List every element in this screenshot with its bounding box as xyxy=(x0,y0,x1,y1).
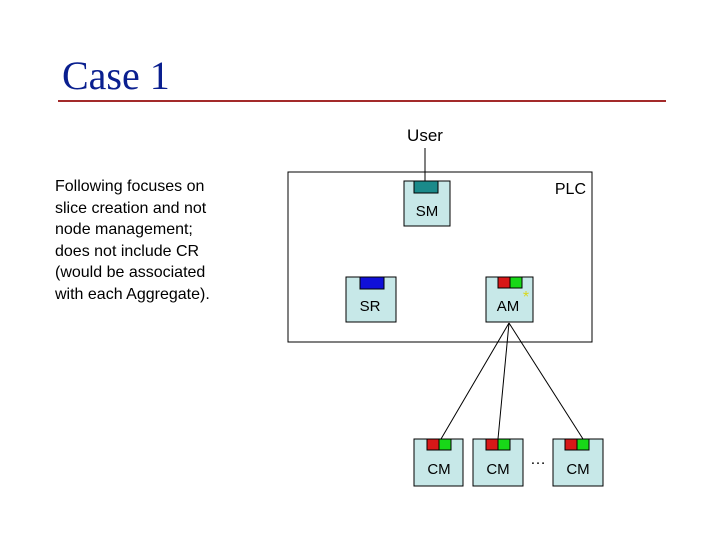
user-label: User xyxy=(407,126,443,145)
cm-port-green xyxy=(576,438,590,451)
plc-boundary xyxy=(287,171,593,343)
cm-label: CM xyxy=(427,461,450,478)
sm-label: SM xyxy=(416,203,439,220)
sr-port xyxy=(359,276,385,290)
note-text: Following focuses on slice creation and … xyxy=(55,176,275,305)
cm-node-3: CM xyxy=(552,438,604,487)
title-underline xyxy=(58,100,666,102)
am-cm2-connector xyxy=(497,322,510,440)
note-line: (would be associated xyxy=(55,264,206,281)
cm-box xyxy=(552,438,604,487)
cm-port-green xyxy=(497,438,511,451)
am-port-green xyxy=(509,276,523,289)
cm-box xyxy=(472,438,524,487)
am-cm3-connector xyxy=(508,322,584,440)
am-port-red xyxy=(497,276,511,289)
cm-port-red xyxy=(426,438,440,451)
am-label: AM xyxy=(497,298,520,315)
cm-node-1: CM xyxy=(413,438,464,487)
note-line: does not include CR xyxy=(55,242,200,260)
note-line: with each Aggregate). xyxy=(55,285,210,303)
cm-port-green xyxy=(438,438,452,451)
note-line: Following focuses on xyxy=(55,178,205,195)
cm-port-red xyxy=(485,438,499,451)
cm-port-red xyxy=(564,438,578,451)
sr-label: SR xyxy=(360,298,381,315)
more-nodes-ellipsis: … xyxy=(530,451,546,468)
slide-title: Case 1 xyxy=(62,53,170,98)
cm-node-2: CM xyxy=(472,438,524,487)
am-cm1-connector xyxy=(440,322,510,440)
note-line: node management; xyxy=(55,221,193,238)
sm-port xyxy=(413,180,439,194)
note-line: slice creation and not xyxy=(55,199,207,217)
am-node: AM * xyxy=(485,276,534,323)
cm-label: CM xyxy=(486,461,509,478)
plc-label: PLC xyxy=(555,181,586,198)
cm-label: CM xyxy=(566,461,589,478)
am-marker: * xyxy=(523,289,529,306)
sm-node: SM xyxy=(403,180,451,227)
sr-node: SR xyxy=(345,276,397,323)
